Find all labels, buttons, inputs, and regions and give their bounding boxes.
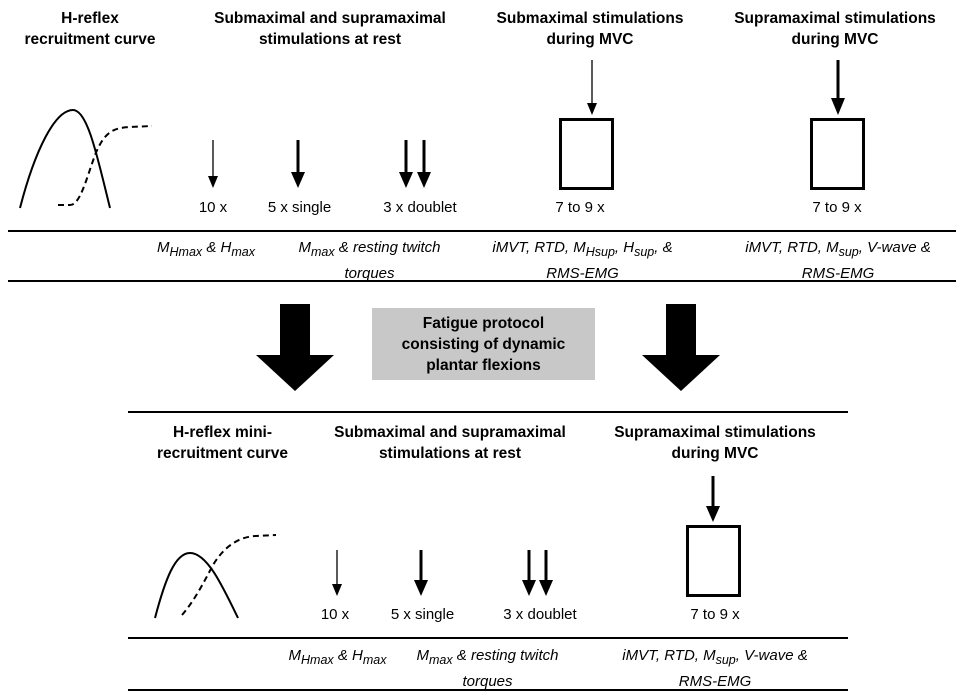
bottom-header-rest: Submaximal and supramaximal stimulations… xyxy=(334,424,566,462)
top-arrow-doublet-2-head xyxy=(417,172,431,188)
bottom-label-supramax-reps: 7 to 9 x xyxy=(690,606,740,623)
bottom-h-reflex-curve xyxy=(154,551,239,619)
top-label-ten: 10 x xyxy=(198,199,228,216)
top-label-doublet: 3 x doublet xyxy=(383,199,457,216)
top-header-supramax-mvc: Supramaximal stimulations during MVC xyxy=(734,10,936,48)
bottom-supramax-mvc-box xyxy=(686,525,741,597)
bottom-rule-2 xyxy=(128,637,848,639)
top-header-rest: Submaximal and supramaximal stimulations… xyxy=(214,10,446,48)
top-label-single: 5 x single xyxy=(267,199,332,216)
bottom-label-doublet: 3 x doublet xyxy=(503,606,577,623)
bottom-arrow-supramax-mvc-head xyxy=(706,506,720,522)
bottom-arrow-single-head xyxy=(414,580,428,596)
top-arrow-doublet-1-head xyxy=(399,172,413,188)
top-header-submax-mvc: Submaximal stimulations during MVC xyxy=(496,10,684,48)
bottom-label-ten: 10 x xyxy=(320,606,350,623)
fatigue-protocol-box: Fatigue protocol consisting of dynamic p… xyxy=(372,308,595,380)
top-arrow-single-head xyxy=(291,172,305,188)
top-outcome-mmax: Mmax & resting twitch torques xyxy=(298,239,441,282)
fatigue-arrow-left xyxy=(256,304,334,391)
bottom-m-wave-curve xyxy=(181,534,277,616)
top-outcome-hmax: MHmax & Hmax xyxy=(157,239,255,259)
top-h-reflex-curve xyxy=(19,108,111,209)
top-supramax-mvc-box xyxy=(810,118,865,190)
bottom-rule-1 xyxy=(128,411,848,413)
top-label-submax-reps: 7 to 9 x xyxy=(555,199,605,216)
top-rule-1 xyxy=(8,230,956,232)
bottom-outcome-mmax: Mmax & resting twitch torques xyxy=(416,647,559,690)
bottom-arrow-doublet-1-head xyxy=(522,580,536,596)
bottom-rule-3 xyxy=(128,689,848,691)
bottom-header-recruitment: H-reflex mini- recruitment curve xyxy=(157,424,288,462)
top-arrow-submax-mvc-head xyxy=(587,103,597,115)
bottom-outcome-supramax: iMVT, RTD, Msup, V-wave & RMS-EMG xyxy=(622,647,808,690)
bottom-arrow-doublet-2-head xyxy=(539,580,553,596)
bottom-arrow-ten-head xyxy=(332,584,342,596)
bottom-label-single: 5 x single xyxy=(390,606,455,623)
top-arrow-supramax-mvc-head xyxy=(831,98,845,115)
top-outcome-submax: iMVT, RTD, MHsup, Hsup, & RMS-EMG xyxy=(492,239,673,282)
top-header-recruitment: H-reflex recruitment curve xyxy=(24,10,156,48)
top-label-supramax-reps: 7 to 9 x xyxy=(812,199,862,216)
top-submax-mvc-box xyxy=(559,118,614,190)
bottom-header-supramax-mvc: Supramaximal stimulations during MVC xyxy=(614,424,816,462)
top-outcome-supramax: iMVT, RTD, Msup, V-wave & RMS-EMG xyxy=(745,239,931,282)
top-rule-2 xyxy=(8,280,956,282)
fatigue-arrow-right xyxy=(642,304,720,391)
top-arrow-ten-head xyxy=(208,176,218,188)
top-m-wave-curve xyxy=(58,125,153,206)
bottom-outcome-hmax: MHmax & Hmax xyxy=(288,647,387,667)
